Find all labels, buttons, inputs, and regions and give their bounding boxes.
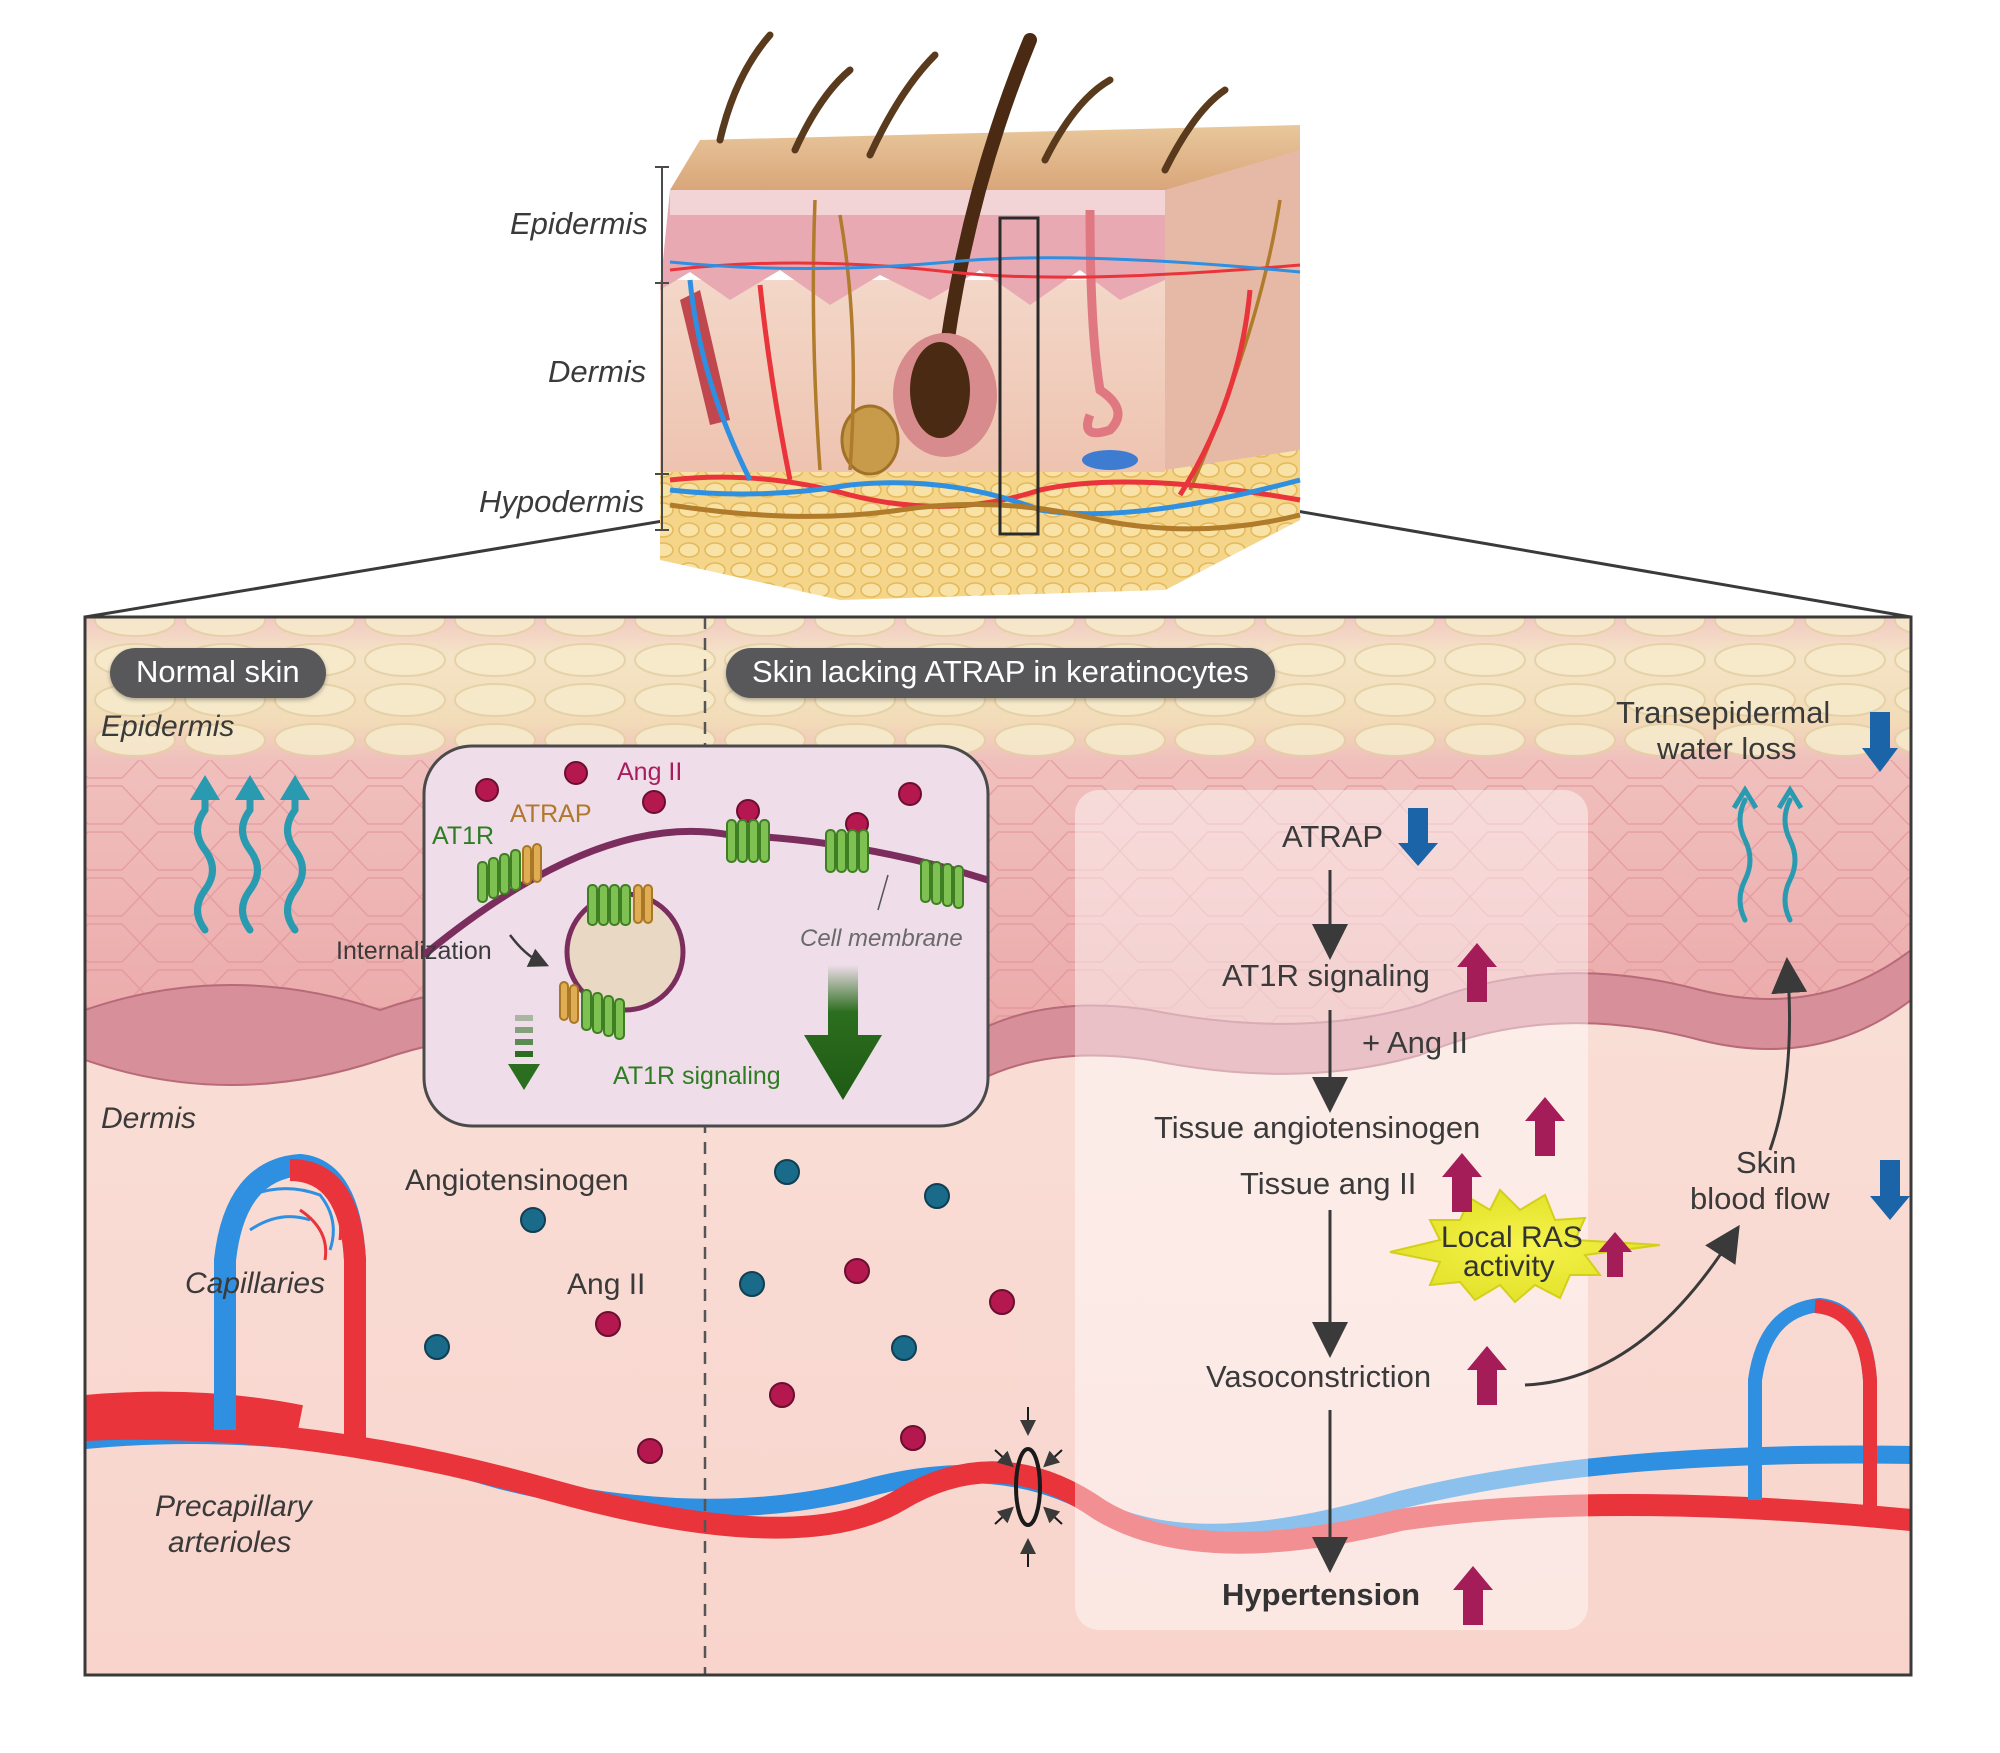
label-epidermis-panel: Epidermis — [101, 710, 235, 743]
zoom-panel-frame — [83, 615, 1913, 1677]
inset-label-internalization: Internalization — [336, 937, 492, 965]
flow-step-tissue-angiotensinogen: Tissue angiotensinogen — [1154, 1110, 1481, 1145]
blood-flow-line2: blood flow — [1690, 1181, 1830, 1216]
water-loss-arrows-reduced — [1737, 797, 1798, 923]
hypertension-up-arrow — [1453, 1566, 1493, 1625]
inset-label-atrap: ATRAP — [510, 800, 592, 828]
vasoconstriction-ring-icon — [994, 1407, 1063, 1567]
blood-flow-line1: Skin — [1736, 1145, 1797, 1180]
vasoconstriction-up-arrow — [1467, 1346, 1507, 1405]
at1r-atrap-complex-membrane — [477, 843, 542, 903]
inset-label-ang2: Ang II — [617, 758, 683, 786]
label-precapillary-2: arterioles — [168, 1526, 292, 1559]
flow-step-vasoconstriction: Vasoconstriction — [1206, 1359, 1432, 1394]
flow-step-plus-ang2: + Ang II — [1362, 1025, 1469, 1060]
at1r-atrap-complex-vesicle-top — [587, 884, 653, 926]
hair-shafts — [716, 31, 1229, 174]
water-loss-arrows-normal — [194, 791, 306, 934]
water-loss-arrowheads-reduced — [1731, 785, 1804, 810]
local-ras-line2: activity — [1463, 1250, 1555, 1283]
tissue-ang2-up-arrow — [1442, 1153, 1482, 1212]
inset-label-at1r: AT1R — [432, 822, 495, 850]
cell-membrane-pointer — [877, 874, 889, 911]
block-vessels — [669, 256, 1301, 532]
local-ras-star — [1389, 1188, 1661, 1304]
at1r-atrap-complex-vesicle-bottom — [559, 981, 625, 1040]
tewl-line1: Transepidermal — [1616, 695, 1831, 730]
inset-box — [422, 744, 990, 1128]
flow-step-hypertension: Hypertension — [1222, 1577, 1421, 1612]
small-signaling-arrow — [508, 1015, 540, 1090]
indicator-arrows — [1398, 712, 1910, 1625]
inset-label-at1r-signaling: AT1R signaling — [613, 1062, 781, 1090]
flow-step-at1r-signaling: AT1R signaling — [1222, 958, 1430, 993]
flow-step-tissue-ang2: Tissue ang II — [1240, 1166, 1417, 1201]
zoom-panel-background — [85, 617, 1911, 1675]
angiotensinogen-up-arrow — [1525, 1097, 1565, 1156]
layer-bracket — [655, 166, 669, 531]
angiotensinogen-dots — [424, 1159, 950, 1361]
label-hypodermis-block: Hypodermis — [479, 484, 645, 519]
sweat-gland — [1083, 209, 1123, 438]
internalization-arrow — [509, 934, 550, 967]
tag-normal-skin: Normal skin — [110, 648, 326, 698]
label-ang2: Ang II — [567, 1268, 646, 1301]
sebaceous-gland — [840, 404, 900, 476]
inset-label-cell-membrane: Cell membrane — [800, 925, 963, 952]
at1r-membrane-receptors — [726, 819, 964, 909]
tewl-down-arrow — [1862, 712, 1898, 772]
pacinian-corpuscle — [1082, 450, 1138, 470]
tag-lacking-atrap: Skin lacking ATRAP in keratinocytes — [726, 648, 1275, 698]
label-precapillary-1: Precapillary — [155, 1490, 312, 1523]
ras-up-arrow — [1598, 1232, 1632, 1277]
flow-step-atrap: ATRAP — [1282, 819, 1384, 854]
flow-arrows — [1312, 870, 1808, 1573]
label-epidermis-block: Epidermis — [510, 206, 648, 241]
zoom-selection-box — [998, 216, 1040, 536]
blood-flow-down-arrow — [1870, 1160, 1910, 1220]
tewl-line2: water loss — [1657, 731, 1797, 766]
label-dermis-panel: Dermis — [101, 1102, 196, 1135]
ang2-dots — [595, 1258, 1015, 1464]
skin-block-illustration — [84, 31, 1912, 619]
label-dermis-block: Dermis — [548, 354, 647, 389]
local-ras-line1: Local RAS — [1441, 1221, 1583, 1254]
at1r-up-arrow — [1457, 943, 1497, 1002]
atrap-down-arrow — [1398, 808, 1438, 866]
big-signaling-arrow — [804, 965, 882, 1100]
panel-artery — [85, 1417, 1911, 1554]
label-angiotensinogen: Angiotensinogen — [405, 1164, 629, 1197]
water-loss-arrowheads-normal — [190, 775, 310, 800]
label-capillaries: Capillaries — [185, 1267, 326, 1300]
hypodermis-layer — [660, 470, 1165, 600]
